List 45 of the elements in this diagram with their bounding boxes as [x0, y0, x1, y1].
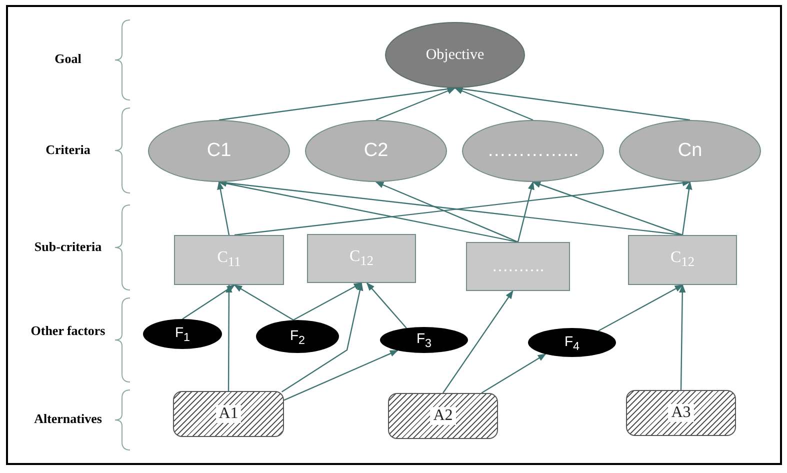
arrow — [375, 181, 518, 243]
arrow — [293, 282, 362, 321]
level-label: Criteria — [44, 142, 92, 158]
subcriterion-box — [628, 235, 737, 285]
subcriterion-box — [174, 235, 284, 285]
node-label: F$_{2}$ — [290, 326, 306, 346]
node-label: F$_{4}$ — [564, 332, 580, 352]
level-label: Alternatives — [33, 411, 103, 428]
arrow — [281, 282, 364, 392]
factor-ellipse — [380, 327, 468, 353]
node-label: Cn — [678, 140, 702, 162]
node-label: C2 — [364, 140, 388, 162]
arrow — [532, 181, 683, 236]
arrow — [217, 181, 230, 236]
node-label: A1 — [216, 405, 242, 423]
node-label: …………... — [487, 140, 579, 162]
node-label: A2 — [430, 407, 456, 425]
alternative-box — [626, 390, 736, 436]
level-label: Other factors — [30, 323, 106, 340]
arrow — [442, 290, 514, 394]
arrow — [682, 181, 692, 236]
arrow — [679, 284, 686, 390]
node-label: F$_{3}$ — [416, 330, 432, 350]
node-label: C1 — [206, 140, 232, 162]
arrow — [598, 284, 684, 332]
arrow — [226, 284, 232, 391]
node-label: Objective — [426, 46, 484, 64]
arrow — [234, 284, 294, 321]
arrow — [454, 87, 534, 121]
arrow — [517, 181, 534, 242]
alternative-box — [388, 393, 498, 439]
node-label: ………. — [492, 258, 544, 276]
subcriterion-box — [466, 242, 570, 291]
arrow — [376, 87, 456, 121]
alternative-box — [173, 391, 284, 437]
arrow — [454, 86, 690, 121]
level-label: Goal — [54, 51, 82, 68]
arrow — [284, 350, 398, 401]
level-label: Sub-criteria — [33, 238, 103, 255]
subcriterion-box — [307, 234, 416, 283]
arrow — [366, 282, 407, 328]
node-label: F$_{1}$ — [174, 324, 190, 344]
arrow — [182, 284, 236, 320]
arrow — [481, 354, 546, 394]
node-label: A3 — [668, 404, 694, 422]
